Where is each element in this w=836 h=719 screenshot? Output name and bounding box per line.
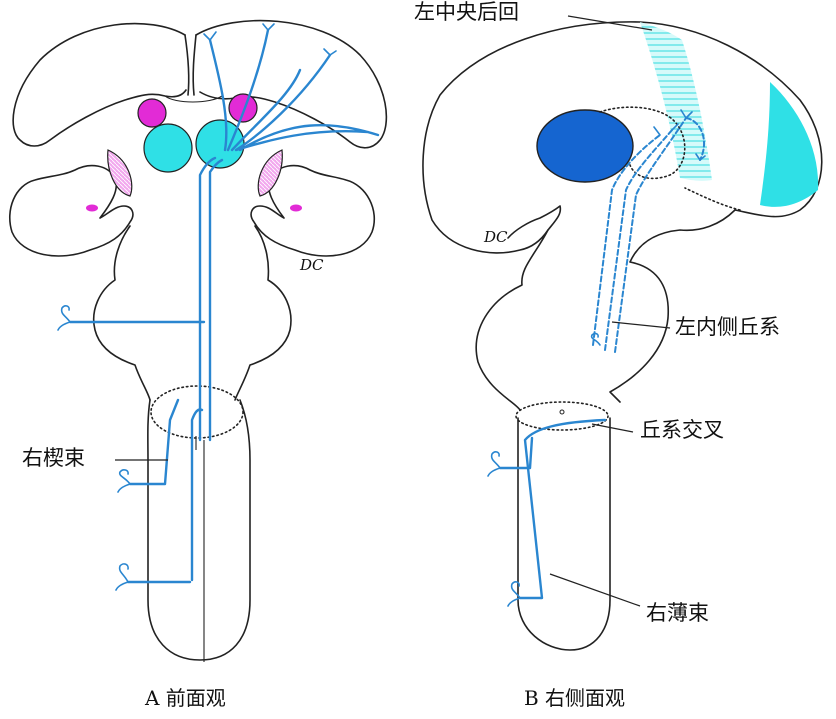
label-right-fasciculus-gracilis: 右薄束 bbox=[646, 601, 709, 625]
left-medial-lemniscus-tract bbox=[592, 117, 687, 353]
medulla-outline bbox=[147, 399, 251, 661]
label-left-postcentral-gyrus: 左中央后回 bbox=[414, 0, 519, 24]
dendrite-3 bbox=[323, 48, 337, 56]
decussation-center bbox=[559, 409, 565, 415]
right-caudate-nucleus bbox=[228, 93, 258, 123]
leader-left-medial-lemniscus bbox=[611, 321, 671, 329]
caption-a: A 前面观 bbox=[145, 686, 226, 710]
signature-b: DC bbox=[484, 228, 508, 246]
left-postcentral-gyrus-area bbox=[640, 22, 712, 181]
label-right-fasciculus-cuneatus: 右楔束 bbox=[22, 446, 85, 470]
receptor-b-gracile bbox=[507, 581, 521, 607]
cortex-dendrites-b bbox=[653, 109, 706, 161]
anterior-median-fissure bbox=[195, 436, 205, 662]
leader-right-fasciculus-gracilis bbox=[549, 573, 641, 607]
panel-a-anterior-view bbox=[8, 19, 388, 662]
lateral-cortex-strip bbox=[760, 82, 819, 207]
leader-left-postcentral-gyrus bbox=[567, 15, 653, 31]
tract-course-dotted bbox=[684, 187, 741, 211]
right-amygdala bbox=[290, 204, 302, 212]
left-amygdala bbox=[86, 204, 98, 212]
dendrite-2 bbox=[262, 23, 275, 31]
leader-lemniscal-decussation bbox=[591, 423, 634, 433]
panel-b-lateral-view bbox=[422, 15, 823, 651]
decussation-zone-b bbox=[515, 401, 609, 431]
pons-outline bbox=[93, 225, 292, 401]
cuneate-fasciculus-branch-a bbox=[128, 398, 180, 486]
receptor-cuneate bbox=[117, 469, 131, 493]
receptor-b-cuneate bbox=[487, 451, 501, 477]
cuneate-gracile-tract-a bbox=[190, 156, 224, 582]
label-left-medial-lemniscus: 左内侧丘系 bbox=[675, 315, 780, 339]
left-caudate-nucleus bbox=[137, 98, 167, 128]
lateral-ventricle-curve bbox=[164, 95, 223, 103]
receptor-b-trigeminal bbox=[590, 332, 601, 346]
spinal-cord-b bbox=[517, 417, 611, 651]
receptor-trigeminal bbox=[57, 305, 71, 331]
label-lemniscal-decussation: 丘系交叉 bbox=[640, 418, 724, 442]
temporal-pole bbox=[507, 205, 562, 239]
left-hemisphere-outline bbox=[12, 22, 187, 147]
gracile-fasciculus-b bbox=[518, 418, 607, 600]
signature-a: DC bbox=[300, 256, 324, 274]
longitudinal-fissure bbox=[184, 34, 197, 96]
cortex-projection-b bbox=[685, 117, 705, 161]
thalamus-b bbox=[536, 109, 634, 183]
thalamocortical-fibers bbox=[208, 28, 380, 152]
cuneate-fasciculus-b bbox=[498, 436, 534, 470]
decussation-zone-a bbox=[150, 385, 244, 439]
thalamus-dotted-region bbox=[599, 106, 686, 180]
left-thalamus bbox=[143, 123, 193, 173]
right-temporal-lobe bbox=[250, 164, 376, 257]
right-lentiform-nucleus bbox=[257, 149, 283, 197]
left-lentiform-nucleus bbox=[107, 149, 133, 197]
left-temporal-lobe bbox=[8, 164, 134, 257]
receptor-gracile bbox=[115, 563, 129, 591]
caption-b: B 右侧面观 bbox=[524, 686, 626, 710]
dendrite-1 bbox=[203, 31, 217, 41]
